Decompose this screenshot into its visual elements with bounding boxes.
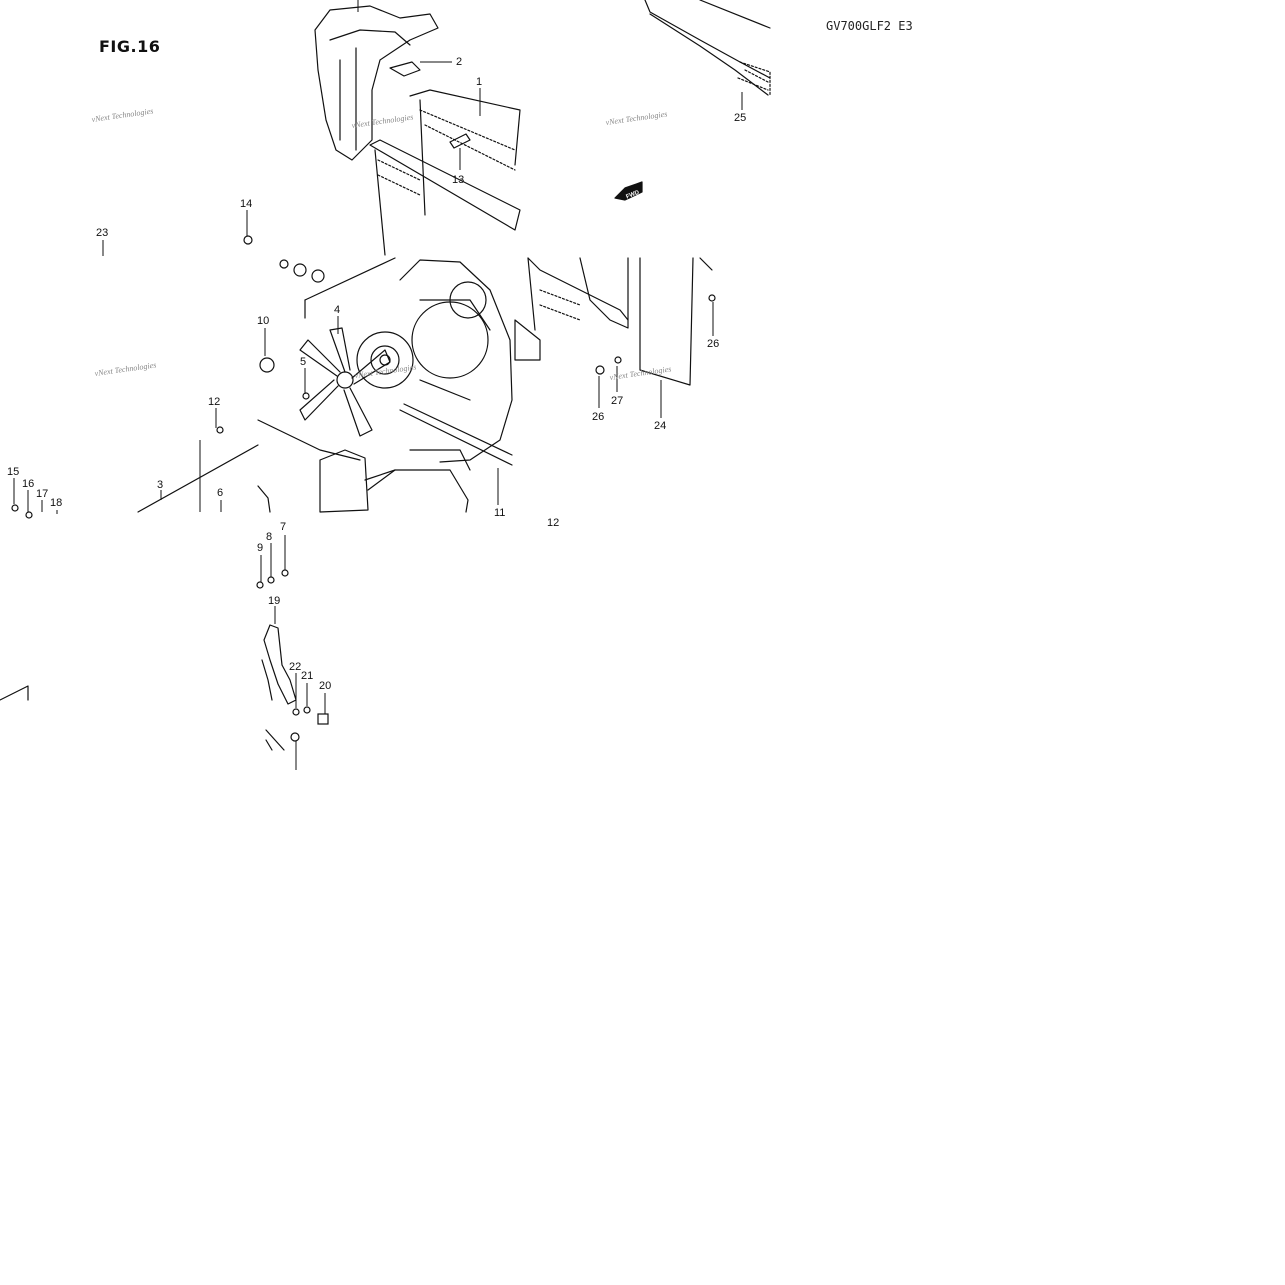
fan-blade-drawing <box>299 327 391 437</box>
callout-18: 18 <box>50 497 62 509</box>
callout-25: 25 <box>734 112 746 124</box>
callout-8: 8 <box>266 531 272 543</box>
forward-arrow-label: FWD <box>625 190 641 201</box>
callout-26: 26 <box>707 338 719 350</box>
callout-10: 10 <box>257 315 269 327</box>
grill-protector-drawing <box>644 0 771 97</box>
callout-12-right: 12 <box>547 517 559 529</box>
callout-4: 4 <box>334 304 340 316</box>
hose-drawing <box>137 444 259 513</box>
model-code: GV700GLF2 E3 <box>826 19 913 33</box>
radiator-core-drawing <box>369 89 521 256</box>
callout-17: 17 <box>36 488 48 500</box>
watermark: vNext Technologies <box>605 109 668 127</box>
callout-12: 12 <box>208 396 220 408</box>
callout-7: 7 <box>280 521 286 533</box>
callout-labels: 1 2 3 4 5 6 7 8 9 10 11 12 12 13 14 15 1… <box>7 56 746 692</box>
callout-16: 16 <box>22 478 34 490</box>
fan-shroud-drawing <box>399 259 513 463</box>
callout-15: 15 <box>7 466 19 478</box>
leader-lines <box>13 0 743 770</box>
lower-bracket-drawing <box>0 685 29 701</box>
callout-3: 3 <box>157 479 163 491</box>
watermark: vNext Technologies <box>351 112 414 130</box>
watermark-group: vNext Technologies vNext Technologies vN… <box>91 106 672 382</box>
fan-motor-drawing <box>356 331 414 389</box>
callout-26-lower: 26 <box>592 411 604 423</box>
frame-bar-drawing <box>304 257 396 301</box>
watermark: vNext Technologies <box>94 360 157 378</box>
hardware-set <box>11 235 716 742</box>
callout-24: 24 <box>654 420 666 432</box>
figure-title: FIG.16 <box>99 37 161 56</box>
callout-20: 20 <box>319 680 331 692</box>
bolt-13-drawing <box>449 133 471 149</box>
callout-1: 1 <box>476 76 482 88</box>
radiator-cover-drawing <box>314 5 439 161</box>
clip-part-drawing <box>389 61 421 77</box>
bracket-drawing <box>261 624 297 751</box>
callout-6: 6 <box>217 487 223 499</box>
callout-9: 9 <box>257 542 263 554</box>
forward-arrow-icon <box>614 181 643 201</box>
callout-5: 5 <box>300 356 306 368</box>
right-radiator-drawing <box>514 257 713 386</box>
callout-23: 23 <box>96 227 108 239</box>
callout-2: 2 <box>456 56 462 68</box>
callout-27: 27 <box>611 395 623 407</box>
reservoir-tank-drawing <box>319 449 471 513</box>
callout-11: 11 <box>494 507 505 519</box>
watermark: vNext Technologies <box>91 106 154 124</box>
callout-22: 22 <box>289 661 301 673</box>
callout-19: 19 <box>268 595 280 607</box>
callout-14: 14 <box>240 198 252 210</box>
callout-13: 13 <box>452 174 464 186</box>
callout-21: 21 <box>301 670 313 682</box>
